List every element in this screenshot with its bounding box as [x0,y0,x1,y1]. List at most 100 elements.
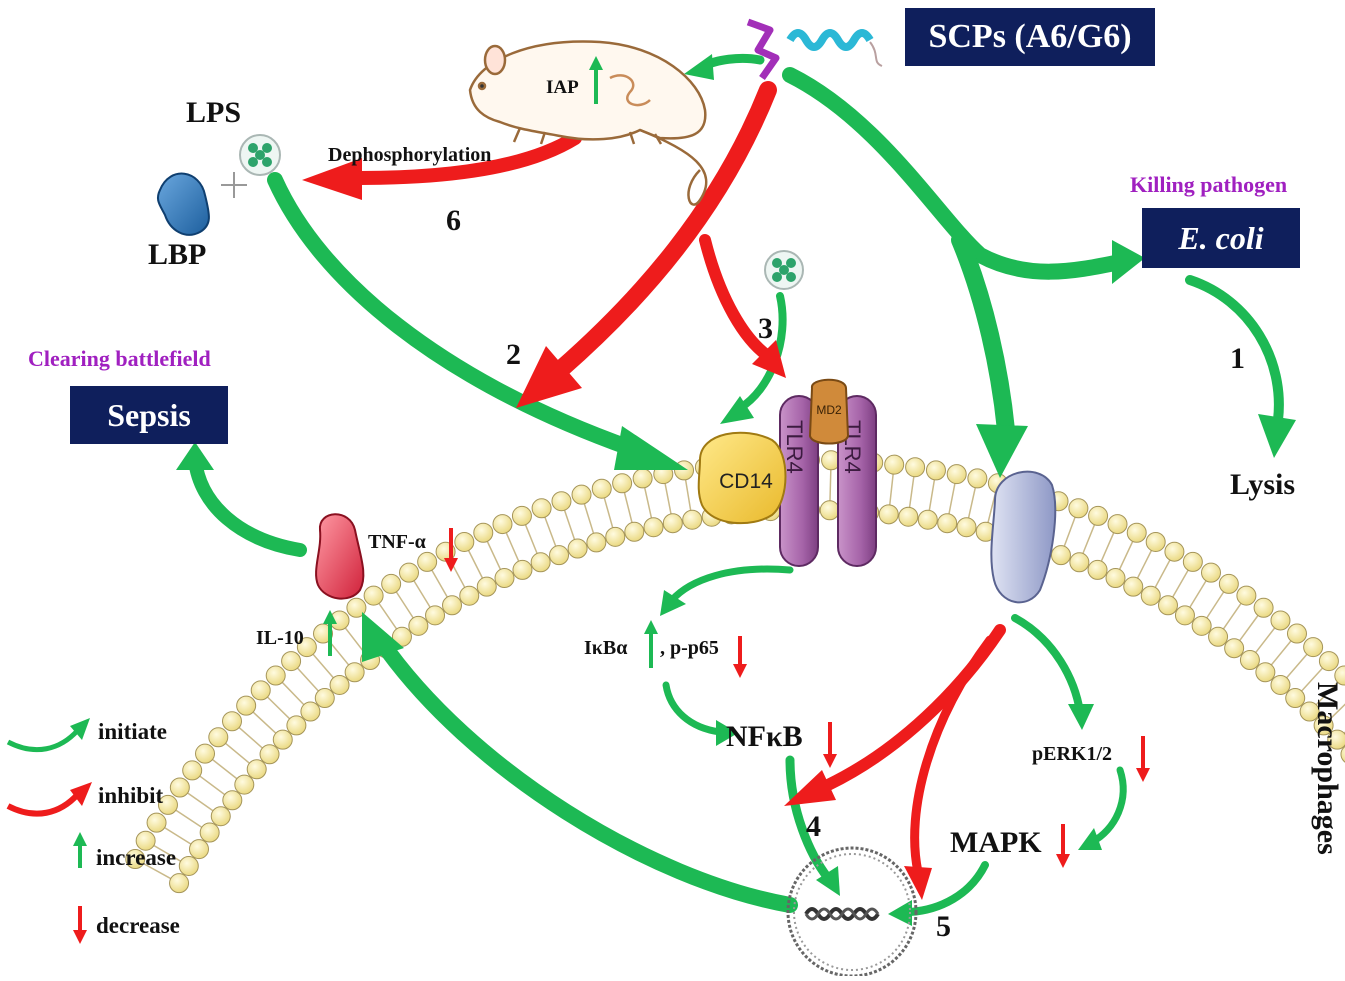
step-5-label: 5 [936,910,951,943]
sepsis-box: Sepsis [70,386,228,444]
lipid-head [454,531,475,552]
iap-label: IAP [546,77,579,98]
lipid-head [946,464,967,485]
lipid-head [1253,597,1274,618]
lipid-head [314,688,335,709]
lipid-head [459,585,480,606]
inhibit-arrows [302,81,1006,900]
scps-box: SCPs (A6/G6) [905,8,1155,66]
lipid-head [1107,514,1128,535]
lipid-head [1318,651,1339,672]
lipid-head [381,573,402,594]
lps-molecule-icon [239,134,281,176]
lipid-head [195,743,216,764]
lipid-head [1105,568,1126,589]
lipid-head [549,545,570,566]
lipid-head [819,500,840,521]
legend-graphics [6,718,92,944]
receptor-protein-icon [990,470,1057,604]
lipid-head [169,873,190,894]
lipid-head [182,760,203,781]
clearing-battlefield-label: Clearing battlefield [28,346,211,371]
lipid-head [234,774,255,795]
lipid-head [567,538,588,559]
lipid-head [1255,662,1276,683]
lbp-label: LBP [148,238,207,271]
killing-pathogen-label: Killing pathogen [1130,172,1288,197]
lipid-head [157,794,178,815]
lipid-head [222,711,243,732]
step-1-label: 1 [1230,342,1245,375]
lipid-head [1068,498,1089,519]
lipid-head [188,839,209,860]
lipid-head [250,680,271,701]
lipid-head [682,509,703,530]
lipid-head [878,504,899,525]
lipid-head [511,505,532,526]
lipid-head [346,597,367,618]
peptide-ribbon-icon [746,18,883,81]
lipid-head [329,674,350,695]
lipid-head [956,517,977,538]
lipid-head [1201,562,1222,583]
lipid-head [296,637,317,658]
lipid-head [1157,595,1178,616]
step-2-label: 2 [506,338,521,371]
legend-decrease-label: decrease [96,913,180,938]
lipid-head [1286,623,1307,644]
lipid-head [236,695,257,716]
legend-inhibit-icon [70,782,92,806]
lipid-head [281,651,302,672]
lbp-protein-icon [156,172,210,236]
ecoli-box: E. coli [1142,208,1300,268]
lipid-head [898,506,919,527]
lipid-head [551,491,572,512]
lipid-head [208,727,229,748]
lipid-head [1224,638,1245,659]
lipid-head [1303,637,1324,658]
lipid-head [344,662,365,683]
lps-label: LPS [186,96,242,129]
md2-protein: MD2 [808,378,850,445]
lipid-head [605,526,626,547]
indicator-arrows [323,56,1150,868]
lipid-head [1299,701,1320,722]
lipid-head [1327,729,1345,750]
lipid-head [425,605,446,626]
nfkb-label: NFκB [726,720,803,753]
legend-increase-icon [73,832,87,846]
tlr4-label-left: TLR4 [782,420,807,474]
lipid-head [612,473,633,494]
lipid-head [1182,551,1203,572]
lipid-head [300,701,321,722]
lipid-head [272,729,293,750]
perk-label: pERK1/2 [1032,743,1113,765]
lipid-head [125,849,146,870]
lipid-head [1270,674,1291,695]
lysis-label: Lysis [1230,468,1296,501]
lipid-head [476,576,497,597]
mouse-illustration [468,40,708,206]
initiate-arrows [176,53,1296,926]
legend-decrease-icon [73,930,87,944]
lipid-head [492,514,513,535]
lipid-head [442,595,463,616]
lipid-head [1239,650,1260,671]
lipid-head [530,552,551,573]
lipid-head [1087,559,1108,580]
lipid-head [662,513,683,534]
lipid-head [925,460,946,481]
lipid-head [632,468,653,489]
lipid-head [1088,505,1109,526]
lipid-head [1236,585,1257,606]
lipid-head [643,517,664,538]
lipid-head [135,830,156,851]
lipid-head [210,806,231,827]
lipid-head [937,513,958,534]
lipid-head [586,532,607,553]
lipid-head [1208,626,1229,647]
lipid-head [967,468,988,489]
lps-molecule-icon [764,250,804,290]
lipid-head [1334,665,1345,686]
lipid-head [169,777,190,798]
